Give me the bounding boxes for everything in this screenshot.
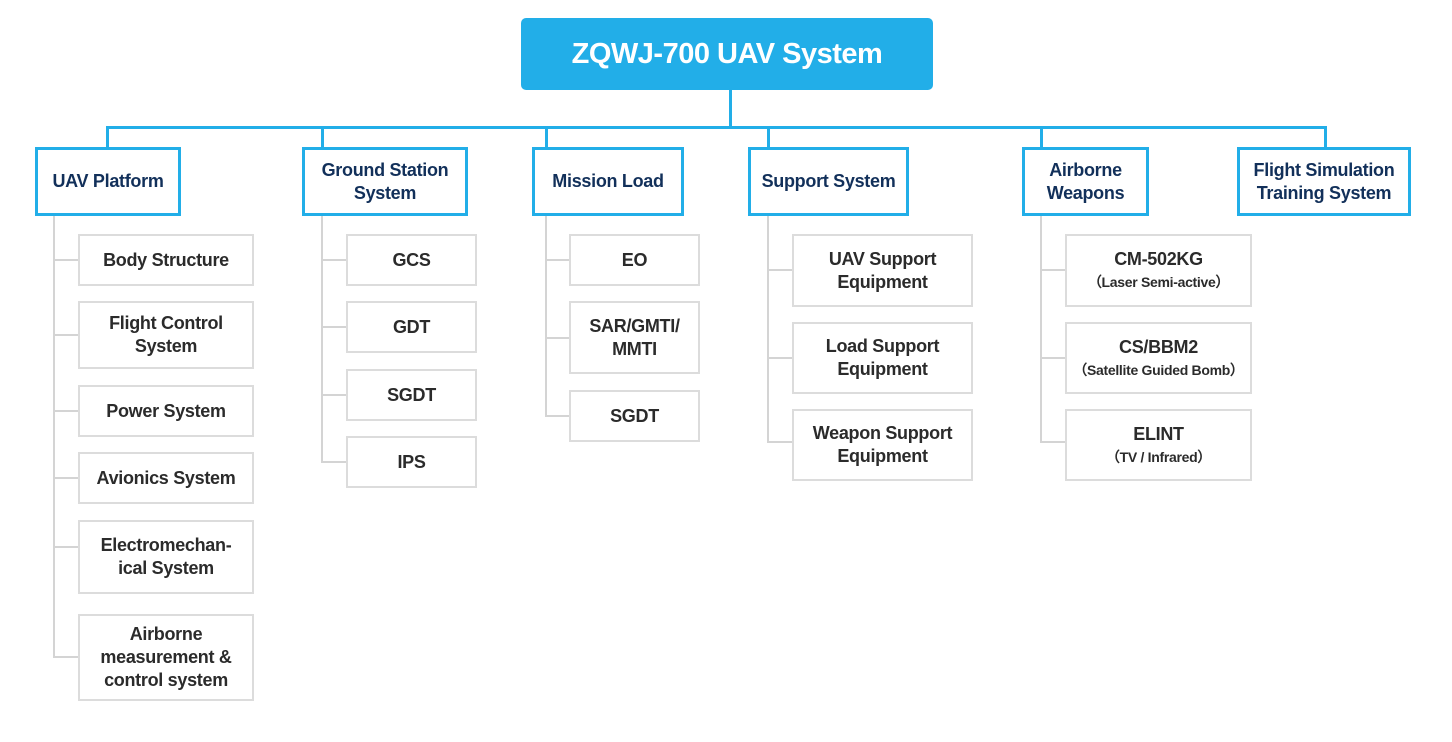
item-cm-502kg: CM-502KG （Laser Semi-active） <box>1065 234 1252 307</box>
item-sar-gmti-mmti: SAR/GMTI/ MMTI <box>569 301 700 374</box>
branch-connector <box>53 334 79 336</box>
category-airborne-weapons: Airborne Weapons <box>1022 147 1149 216</box>
item-label: SGDT <box>610 405 659 426</box>
item-sublabel: （Satellite Guided Bomb） <box>1073 361 1244 378</box>
item-avionics-system: Avionics System <box>78 452 254 504</box>
category-label: UAV Platform <box>52 171 164 191</box>
item-label: GDT <box>392 316 431 337</box>
item-airborne-measurement-control-system: Airborne measurement & control system <box>78 614 254 701</box>
item-label: SAR/GMTI/ MMTI <box>589 315 680 359</box>
tree-connector-uav-platform <box>53 216 55 658</box>
branch-connector <box>53 477 79 479</box>
branch-connector <box>53 259 79 261</box>
branch-connector <box>767 357 793 359</box>
branch-connector <box>767 269 793 271</box>
item-electromechanical-system: Electromechan- ical System <box>78 520 254 594</box>
drop-connector-uav-platform <box>106 126 109 148</box>
item-cs-bbm2: CS/BBM2 （Satellite Guided Bomb） <box>1065 322 1252 394</box>
branch-connector <box>545 259 570 261</box>
item-label: ELINT <box>1133 423 1184 444</box>
item-sgdt: SGDT <box>346 369 477 421</box>
item-uav-support-equipment: UAV Support Equipment <box>792 234 973 307</box>
item-label: CM-502KG <box>1114 249 1203 269</box>
category-label: Support System <box>761 171 896 191</box>
drop-connector-ground-station <box>321 126 324 148</box>
category-flight-simulation-training-system: Flight Simulation Training System <box>1237 147 1411 216</box>
item-sgdt: SGDT <box>569 390 700 442</box>
root-node-label: ZQWJ-700 UAV System <box>571 37 883 70</box>
branch-connector <box>545 337 570 339</box>
category-label: Ground Station System <box>321 159 449 203</box>
category-label: Flight Simulation Training System <box>1253 159 1395 203</box>
item-eo: EO <box>569 234 700 286</box>
branch-connector <box>1040 357 1066 359</box>
item-weapon-support-equipment: Weapon Support Equipment <box>792 409 973 481</box>
tree-connector-mission-load <box>545 216 547 417</box>
item-ips: IPS <box>346 436 477 488</box>
branch-connector <box>321 461 347 463</box>
branch-connector <box>767 441 793 443</box>
tree-connector-airborne-weapons <box>1040 216 1042 443</box>
item-label: CS/BBM2 <box>1119 336 1198 357</box>
item-label: Avionics System <box>96 467 236 488</box>
root-stem-connector <box>729 90 732 129</box>
item-label: SGDT <box>387 384 436 405</box>
category-label: Mission Load <box>552 171 664 191</box>
item-label: Body Structure <box>103 249 229 270</box>
branch-connector <box>53 410 79 412</box>
item-power-system: Power System <box>78 385 254 437</box>
branch-connector <box>321 259 347 261</box>
branch-connector <box>53 546 79 548</box>
item-label: EO <box>621 249 648 270</box>
item-body-structure: Body Structure <box>78 234 254 286</box>
category-support-system: Support System <box>748 147 909 216</box>
item-label: Power System <box>106 400 226 421</box>
item-label: Electromechan- ical System <box>100 535 232 578</box>
category-uav-platform: UAV Platform <box>35 147 181 216</box>
branch-connector <box>545 415 570 417</box>
item-load-support-equipment: Load Support Equipment <box>792 322 973 394</box>
tree-connector-support-system <box>767 216 769 443</box>
item-label: UAV Support Equipment <box>828 248 937 292</box>
item-label: Load Support Equipment <box>825 336 940 379</box>
item-gdt: GDT <box>346 301 477 353</box>
item-elint: ELINT （TV / Infrared） <box>1065 409 1252 481</box>
branch-connector <box>321 326 347 328</box>
branch-connector <box>1040 441 1066 443</box>
item-sublabel: （TV / Infrared） <box>1105 448 1212 465</box>
tree-connector-ground-station <box>321 216 323 463</box>
root-node-title: ZQWJ-700 UAV System <box>521 18 933 90</box>
item-label: IPS <box>397 451 426 472</box>
drop-connector-mission-load <box>545 126 548 148</box>
item-label: Flight Control System <box>109 313 223 356</box>
drop-connector-flight-simulation <box>1324 126 1327 148</box>
item-label: GCS <box>392 249 431 270</box>
branch-connector <box>1040 269 1066 271</box>
item-label: Airborne measurement & control system <box>100 624 232 690</box>
branch-connector <box>321 394 347 396</box>
category-bus-connector <box>106 126 1327 129</box>
drop-connector-airborne-weapons <box>1040 126 1043 148</box>
branch-connector <box>53 656 79 658</box>
category-mission-load: Mission Load <box>532 147 684 216</box>
item-flight-control-system: Flight Control System <box>78 301 254 369</box>
item-sublabel: （Laser Semi-active） <box>1087 274 1230 290</box>
category-label: Airborne Weapons <box>1046 159 1125 203</box>
category-ground-station-system: Ground Station System <box>302 147 468 216</box>
drop-connector-support-system <box>767 126 770 148</box>
item-label: Weapon Support Equipment <box>812 423 953 466</box>
item-gcs: GCS <box>346 234 477 286</box>
